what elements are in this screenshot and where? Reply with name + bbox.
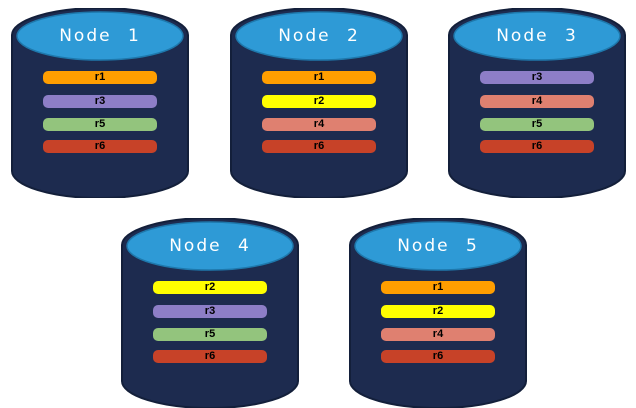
replica-bar: r2 (262, 95, 376, 108)
replica-bar: r6 (480, 140, 594, 153)
replica-bar: r6 (43, 140, 157, 153)
replica-label: r6 (313, 140, 325, 152)
cylinder-top-shape (354, 221, 522, 271)
cylinder-top-shape (235, 11, 403, 61)
node-title: Node 2 (278, 26, 360, 46)
replica-label: r1 (313, 71, 325, 83)
database-node: Node 2 r1 r2 r4 r6 (229, 8, 409, 198)
cylinder-top-shape (453, 11, 621, 61)
replica-bar: r1 (381, 281, 495, 294)
replica-bar: r5 (43, 118, 157, 131)
replica-bar: r3 (43, 95, 157, 108)
replica-bars: r2 r3 r5 r6 (120, 218, 300, 408)
replica-bar: r4 (262, 118, 376, 131)
cylinder-top-shape (126, 221, 294, 271)
database-node: Node 4 r2 r3 r5 r6 (120, 218, 300, 408)
replica-bars: r1 r2 r4 r6 (348, 218, 528, 408)
replica-label: r6 (94, 140, 106, 152)
replica-bars: r1 r3 r5 r6 (10, 8, 190, 198)
replica-bars: r3 r4 r5 r6 (447, 8, 627, 198)
replica-bar: r5 (153, 328, 267, 341)
replica-bar: r6 (153, 350, 267, 363)
cylinder-top-shape (16, 11, 184, 61)
replica-bar: r3 (153, 305, 267, 318)
replica-bar: r4 (480, 95, 594, 108)
database-node: Node 5 r1 r2 r4 r6 (348, 218, 528, 408)
replica-bar: r2 (153, 281, 267, 294)
replica-bar: r4 (381, 328, 495, 341)
replica-label: r6 (204, 350, 216, 362)
database-node: Node 1 r1 r3 r5 r6 (10, 8, 190, 198)
replica-label: r1 (94, 71, 106, 83)
replica-bar: r5 (480, 118, 594, 131)
replica-bars: r1 r2 r4 r6 (229, 8, 409, 198)
replica-label: r4 (313, 118, 325, 130)
replica-label: r2 (204, 281, 216, 293)
replica-label: r5 (531, 118, 543, 130)
replica-label: r4 (432, 328, 444, 340)
database-node: Node 3 r3 r4 r5 r6 (447, 8, 627, 198)
node-title: Node 1 (59, 26, 141, 46)
replica-label: r5 (94, 118, 106, 130)
replica-label: r3 (94, 95, 106, 107)
replica-bar: r3 (480, 71, 594, 84)
replica-label: r6 (531, 140, 543, 152)
replica-bar: r6 (381, 350, 495, 363)
replica-bar: r2 (381, 305, 495, 318)
replica-label: r2 (313, 95, 325, 107)
replica-bar: r1 (262, 71, 376, 84)
replica-label: r5 (204, 328, 216, 340)
node-title: Node 5 (397, 236, 479, 256)
replica-label: r1 (432, 281, 444, 293)
replica-bar: r1 (43, 71, 157, 84)
replica-label: r6 (432, 350, 444, 362)
node-title: Node 4 (169, 236, 251, 256)
replica-label: r3 (531, 71, 543, 83)
replica-label: r2 (432, 305, 444, 317)
replica-label: r4 (531, 95, 543, 107)
replica-bar: r6 (262, 140, 376, 153)
node-title: Node 3 (496, 26, 578, 46)
replica-label: r3 (204, 305, 216, 317)
